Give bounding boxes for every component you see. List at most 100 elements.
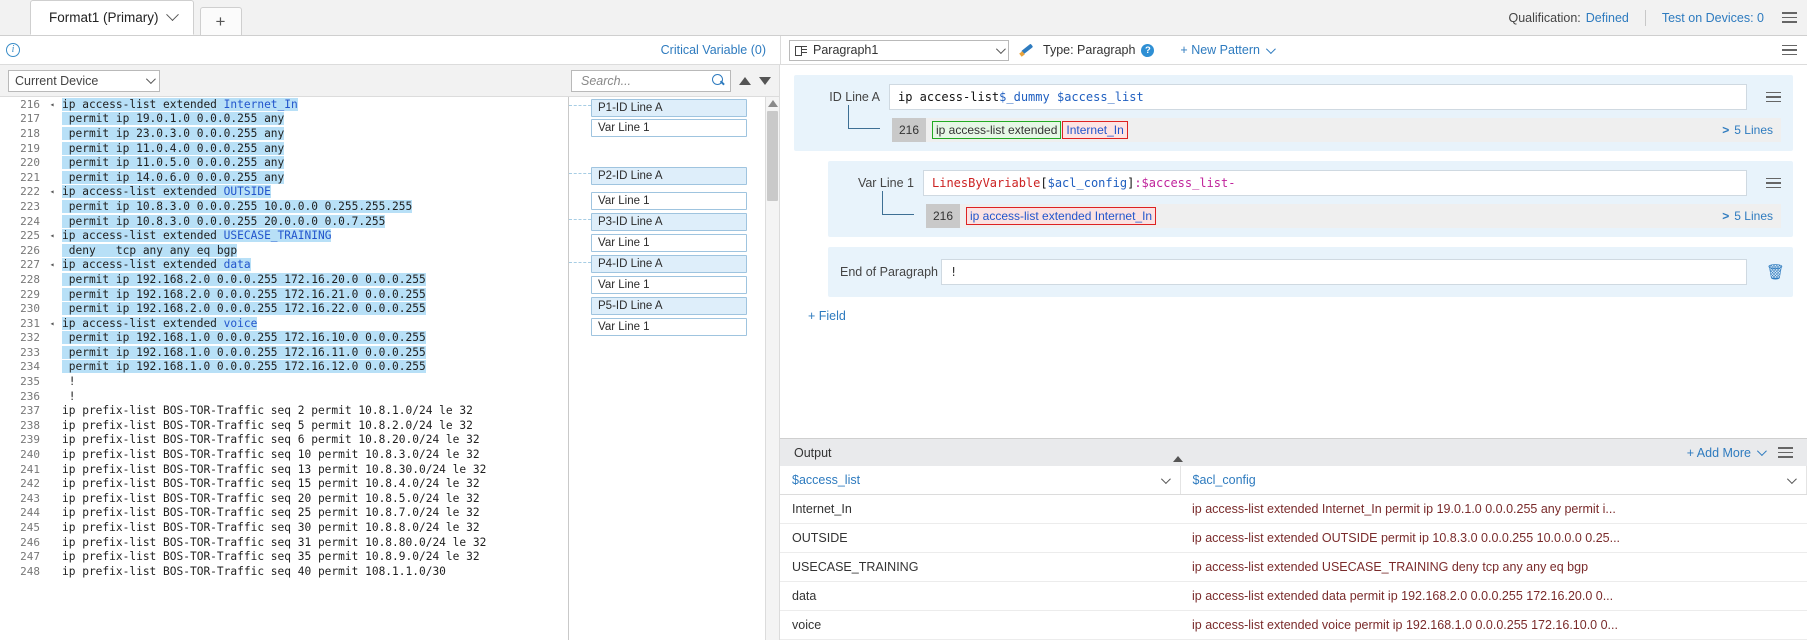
fold-toggle-icon[interactable]: ◂ (49, 318, 55, 328)
info-icon[interactable]: i (6, 43, 20, 57)
pattern-var-line-marker[interactable]: Var Line 1 (591, 276, 747, 294)
pattern-id-line-marker[interactable]: P2-ID Line A (591, 167, 747, 185)
code-line[interactable]: 224 permit ip 10.8.3.0 0.0.0.255 20.0.0.… (0, 214, 568, 229)
pattern-id-line-marker[interactable]: P1-ID Line A (591, 99, 747, 117)
end-paragraph-delete-icon[interactable]: 🗑 (1766, 263, 1786, 281)
scroll-up-icon[interactable] (768, 100, 778, 107)
code-line[interactable]: 229 permit ip 192.168.2.0 0.0.0.255 172.… (0, 287, 568, 302)
pattern-select[interactable]: Paragraph1 (789, 39, 1009, 61)
new-pattern-button[interactable]: + New Pattern (1180, 43, 1276, 57)
search-box[interactable] (571, 69, 731, 92)
help-icon[interactable]: ? (1141, 43, 1155, 57)
code-line[interactable]: 221 permit ip 14.0.6.0 0.0.0.255 any (0, 170, 568, 185)
pattern-var-line-marker[interactable]: Var Line 1 (591, 119, 747, 137)
pattern-select-value: Paragraph1 (813, 43, 879, 57)
code-line[interactable]: 232 permit ip 192.168.1.0 0.0.0.255 172.… (0, 331, 568, 346)
code-line-text: permit ip 192.168.1.0 0.0.0.255 172.16.1… (62, 331, 426, 345)
editor-scrollbar[interactable] (765, 97, 779, 640)
var-line-input[interactable]: LinesByVariable[$acl_config]:$access_lis… (923, 170, 1747, 196)
code-line[interactable]: 235 ! (0, 374, 568, 389)
search-prev-icon[interactable] (739, 76, 751, 85)
code-line[interactable]: 222◂ip access-list extended OUTSIDE (0, 185, 568, 200)
code-line[interactable]: 223 permit ip 10.8.3.0 0.0.0.255 10.0.0.… (0, 199, 568, 214)
code-line[interactable]: 226 deny tcp any any eq bgp (0, 243, 568, 258)
code-line[interactable]: 227◂ip access-list extended data (0, 258, 568, 273)
var-line-lines-toggle[interactable]: > 5 Lines (1722, 209, 1773, 223)
pattern-id-line-marker[interactable]: P5-ID Line A (591, 297, 747, 315)
code-line[interactable]: 219 permit ip 11.0.4.0 0.0.0.255 any (0, 141, 568, 156)
code-line[interactable]: 220 permit ip 11.0.5.0 0.0.0.255 any (0, 155, 568, 170)
edit-pencil-icon[interactable] (1019, 43, 1035, 57)
pattern-marker-label: Var Line 1 (598, 195, 650, 207)
secondary-toolbar: i Critical Variable (0) Paragraph1 Type:… (0, 36, 1807, 65)
output-column-acl-config[interactable]: $acl_config (1180, 466, 1807, 495)
fold-toggle-icon[interactable]: ◂ (49, 231, 55, 241)
var-line-function: LinesByVariable (932, 176, 1041, 190)
add-field-button[interactable]: + Field (808, 309, 846, 323)
test-on-devices[interactable]: Test on Devices: 0 (1661, 10, 1764, 25)
fold-toggle-icon[interactable]: ◂ (49, 187, 55, 197)
id-line-menu-icon[interactable] (1766, 89, 1781, 106)
tab-format1[interactable]: Format1 (Primary) (30, 0, 194, 35)
add-tab-button[interactable]: + (199, 7, 242, 35)
output-cell-acl-config: ip access-list extended data permit ip 1… (1180, 581, 1807, 611)
code-line[interactable]: 234 permit ip 192.168.1.0 0.0.0.255 172.… (0, 360, 568, 375)
device-select[interactable]: Current Device (8, 69, 160, 92)
add-more-button[interactable]: + Add More (1687, 446, 1767, 460)
qualification-value[interactable]: Defined (1585, 10, 1629, 25)
code-line[interactable]: 230 permit ip 192.168.2.0 0.0.0.255 172.… (0, 301, 568, 316)
chevron-down-icon[interactable] (165, 8, 179, 22)
pattern-marker-label: P2-ID Line A (598, 170, 663, 182)
fold-toggle-icon[interactable]: ◂ (49, 260, 55, 270)
id-line-input[interactable]: ip access-list $_dummy $access_list (889, 84, 1747, 110)
chevron-down-icon[interactable] (1160, 474, 1171, 485)
code-line[interactable]: 217 permit ip 19.0.1.0 0.0.0.255 any (0, 112, 568, 127)
code-line[interactable]: 231◂ip access-list extended voice (0, 316, 568, 331)
output-column-access-list[interactable]: $access_list (780, 466, 1181, 495)
var-line-menu-icon[interactable] (1766, 175, 1781, 192)
id-line-lines-toggle[interactable]: > 5 Lines (1722, 123, 1773, 137)
chevron-down-icon[interactable] (1786, 474, 1797, 485)
code-line[interactable]: 233 permit ip 192.168.1.0 0.0.0.255 172.… (0, 345, 568, 360)
pattern-id-line-marker[interactable]: P3-ID Line A (591, 213, 747, 231)
scrollbar-thumb[interactable] (767, 111, 778, 201)
code-line-text: ip access-list extended voice (62, 316, 258, 330)
pattern-id-line-marker[interactable]: P4-ID Line A (591, 255, 747, 273)
code-line[interactable]: 218 permit ip 23.0.3.0 0.0.0.255 any (0, 126, 568, 141)
tabbar-menu-icon[interactable] (1782, 9, 1797, 26)
code-line[interactable]: 236 ! (0, 389, 568, 404)
pattern-var-line-marker[interactable]: Var Line 1 (591, 234, 747, 252)
code-line[interactable]: 228 permit ip 192.168.2.0 0.0.0.255 172.… (0, 272, 568, 287)
output-menu-icon[interactable] (1778, 444, 1793, 461)
pattern-var-line-marker[interactable]: Var Line 1 (591, 318, 747, 336)
critical-variable-link[interactable]: Critical Variable (0) (660, 43, 766, 57)
end-paragraph-input[interactable]: ! (941, 259, 1747, 285)
output-collapse-icon[interactable] (1170, 442, 1186, 462)
search-icon[interactable] (712, 73, 726, 88)
code-line[interactable]: 216◂ip access-list extended Internet_In (0, 97, 568, 112)
search-input[interactable] (579, 72, 710, 89)
search-next-icon[interactable] (759, 76, 771, 85)
code-line[interactable]: 225◂ip access-list extended USECASE_TRAI… (0, 228, 568, 243)
right-panel-menu-icon[interactable] (1782, 42, 1797, 59)
pattern-var-line-marker[interactable]: Var Line 1 (591, 192, 747, 210)
fold-toggle-icon[interactable]: ◂ (49, 99, 55, 109)
